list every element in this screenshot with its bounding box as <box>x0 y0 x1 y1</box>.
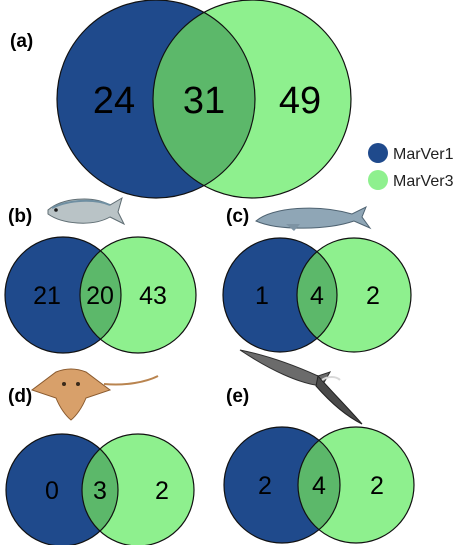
whale-icon <box>255 205 372 231</box>
legend: MarVer1 MarVer3 <box>368 143 454 190</box>
panel-label-c: (c) <box>226 206 249 227</box>
marver3-outline-c <box>296 237 412 353</box>
marver3-outline-e <box>297 426 415 544</box>
count-marver3-only-a: 49 <box>279 80 321 122</box>
count-marver1-only-e: 2 <box>258 472 272 500</box>
panel-label-a: (a) <box>10 31 33 52</box>
count-shared-a: 31 <box>183 80 225 122</box>
marver1-outline-d <box>5 433 119 545</box>
panel-label-d: (d) <box>8 386 32 407</box>
count-marver3-only-d: 2 <box>155 477 169 505</box>
marver1-outline-c <box>222 237 338 353</box>
marver3-outline-d <box>81 433 195 545</box>
stingray-icon <box>30 368 159 421</box>
panel-label-b: (b) <box>8 206 32 227</box>
count-shared-c: 4 <box>310 282 324 310</box>
marver3-outline-b <box>79 236 197 354</box>
venn-panel-a: (a) 24 31 49 <box>10 0 352 199</box>
count-shared-d: 3 <box>93 477 107 505</box>
overlap-region-e <box>298 427 340 543</box>
panel-label-e: (e) <box>226 386 249 407</box>
count-marver3-only-c: 2 <box>366 282 380 310</box>
venn-panel-d: (d) 0 3 2 <box>5 368 195 545</box>
count-shared-b: 20 <box>86 282 114 310</box>
count-marver1-only-b: 21 <box>33 282 61 310</box>
overlap-region-b <box>80 237 121 353</box>
count-marver1-only-d: 0 <box>45 477 59 505</box>
venn-panel-b: (b) 21 20 43 <box>4 196 197 354</box>
marver3-outline-a <box>152 0 352 199</box>
legend-swatch-marver1 <box>368 143 388 163</box>
marver1-outline-a <box>56 0 256 199</box>
overlap-region-a <box>153 0 255 198</box>
legend-label-marver1: MarVer1 <box>393 146 454 163</box>
venn-panel-e: (e) 2 4 2 <box>223 349 415 544</box>
fish-icon <box>47 196 126 226</box>
count-marver1-only-a: 24 <box>93 80 135 122</box>
count-marver3-only-e: 2 <box>370 472 384 500</box>
marver1-outline-b <box>4 236 122 354</box>
overlap-region-c <box>297 238 337 352</box>
marver1-outline-e <box>223 426 341 544</box>
count-shared-e: 4 <box>312 472 326 500</box>
seabird-icon <box>239 349 363 425</box>
count-marver1-only-c: 1 <box>255 282 269 310</box>
legend-swatch-marver3 <box>368 170 388 190</box>
count-marver3-only-b: 43 <box>139 282 167 310</box>
legend-label-marver3: MarVer3 <box>393 173 454 190</box>
venn-panel-c: (c) 1 4 2 <box>222 205 412 353</box>
